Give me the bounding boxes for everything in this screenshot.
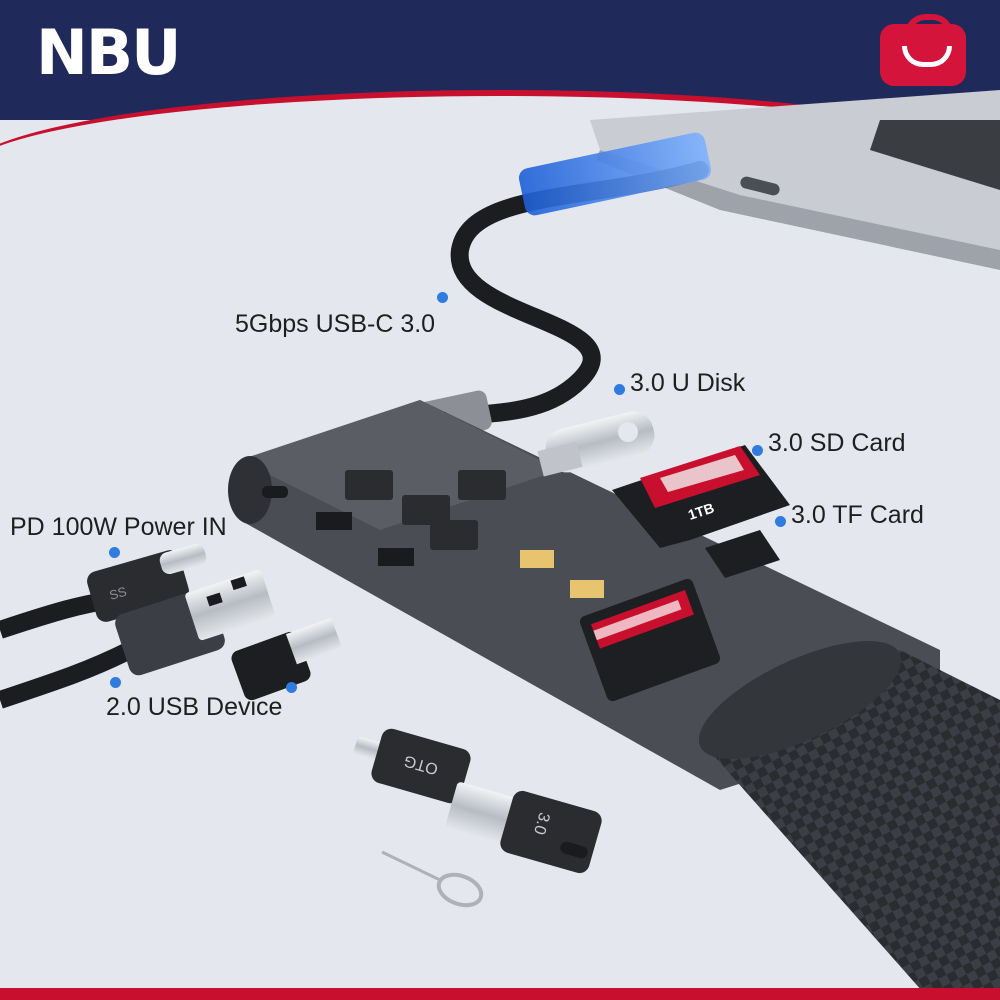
label-sd-card: 3.0 SD Card	[768, 429, 906, 457]
bottom-accent-bar	[0, 988, 1000, 1000]
usb-a-to-c-adapter: 3.0	[445, 782, 602, 874]
label-usb-device: 2.0 USB Device	[106, 693, 283, 721]
callout-dot-pd-power	[109, 547, 120, 558]
callout-dot-usb-c	[437, 292, 448, 303]
label-usb-c: 5Gbps USB-C 3.0	[235, 310, 436, 338]
sd-card: 1TB	[612, 445, 790, 548]
usb-a-cable	[0, 569, 275, 709]
usb-c-cable: budi	[398, 132, 712, 446]
otg-adapter: OTG	[354, 728, 471, 804]
callout-dot-usb-device-1	[110, 677, 121, 688]
callout-dot-sd-card	[752, 445, 763, 456]
callout-dot-tf-card	[775, 516, 786, 527]
shopping-bag-smile-icon	[880, 14, 966, 86]
label-tf-card: 3.0 TF Card	[791, 501, 924, 529]
carbon-fiber-cap	[698, 641, 1000, 1000]
adapter-text: 3.0	[530, 810, 553, 836]
sim-eject-pin	[381, 850, 484, 908]
cable-text: SS	[108, 584, 129, 603]
callout-dot-usb-device-2	[286, 682, 297, 693]
label-u-disk: 3.0 U Disk	[630, 369, 746, 397]
laptop	[590, 90, 1000, 270]
label-pd-power: PD 100W Power IN	[10, 513, 227, 541]
u-disk	[537, 411, 655, 477]
sd-capacity-text: 1TB	[686, 499, 716, 522]
tf-card	[705, 530, 780, 578]
brand-logo: NBU	[36, 16, 181, 89]
callout-dot-u-disk	[614, 384, 625, 395]
